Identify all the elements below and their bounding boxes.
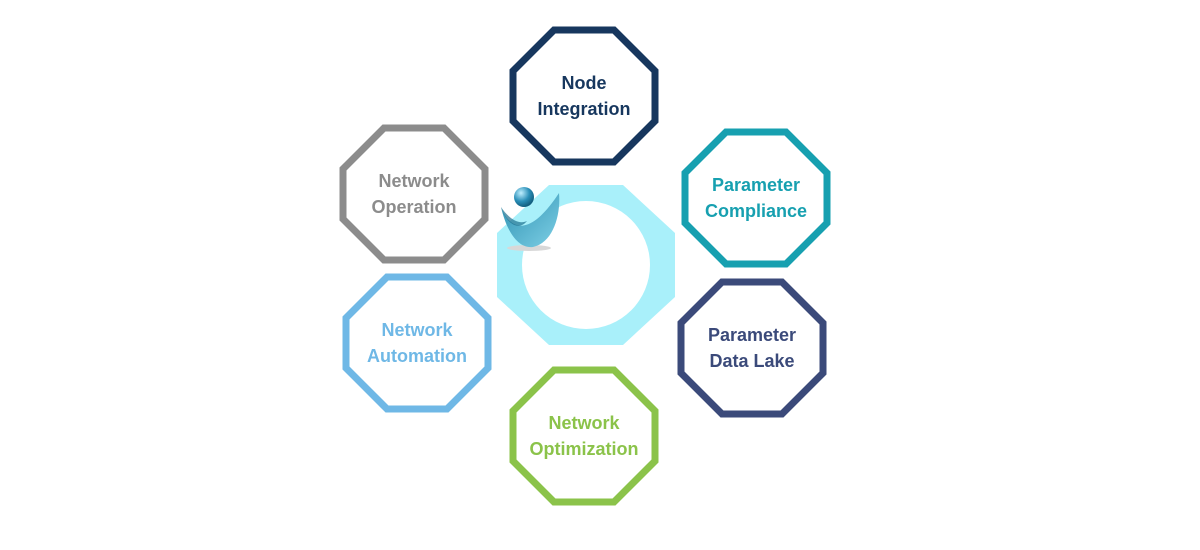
center-hub	[497, 185, 675, 345]
network-optimization-line1: Network	[548, 413, 620, 433]
node-integration: Node Integration	[509, 26, 659, 166]
network-optimization: Network Optimization	[509, 366, 659, 506]
logo-icon	[501, 187, 560, 251]
parameter-data-lake-line1: Parameter	[707, 325, 797, 345]
parameter-data-lake-line2: Data Lake	[709, 351, 795, 371]
network-automation-line2: Automation	[367, 346, 467, 366]
network-operation-line1: Network	[378, 171, 450, 191]
parameter-compliance-line1: Parameter	[711, 175, 801, 195]
network-operation: Network Operation	[339, 124, 489, 264]
parameter-compliance-line2: Compliance	[704, 201, 808, 221]
parameter-compliance: Parameter Compliance	[681, 128, 831, 268]
network-operation-line2: Operation	[371, 197, 457, 217]
parameter-data-lake: Parameter Data Lake	[677, 278, 827, 418]
network-automation: Network Automation	[342, 273, 492, 413]
node-integration-line2: Integration	[537, 99, 631, 119]
node-integration-line1: Node	[561, 73, 607, 93]
network-optimization-line2: Optimization	[529, 439, 639, 459]
network-automation-line1: Network	[381, 320, 453, 340]
